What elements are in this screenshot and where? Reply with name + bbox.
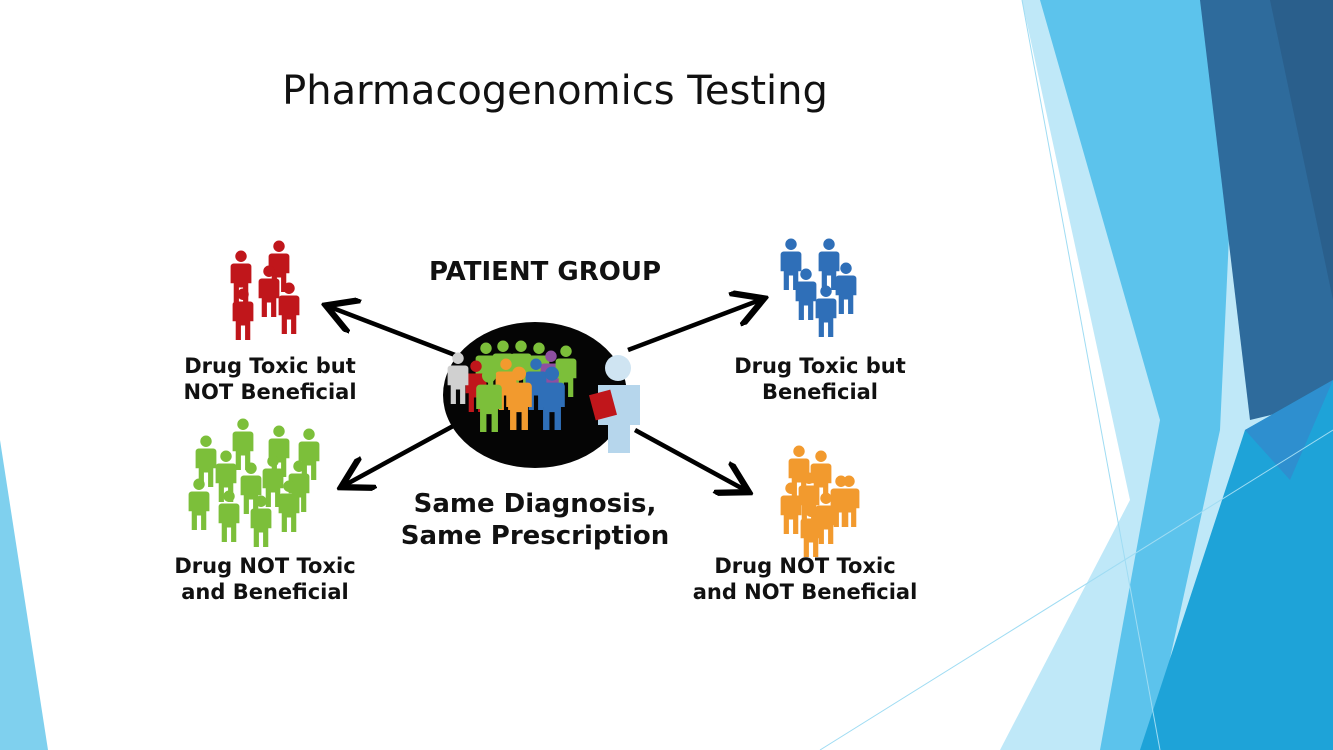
label-toxic-beneficial: Drug Toxic but Beneficial [710, 353, 930, 405]
center-caption-line: Same Prescription [400, 521, 670, 551]
arrow-to-toxic-not-beneficial [330, 307, 456, 358]
label-line: and Beneficial [181, 580, 349, 604]
label-line: Drug Toxic but [184, 354, 356, 378]
label-line: Drug Toxic but [734, 354, 906, 378]
person-icon [815, 285, 837, 337]
arrow-to-not-toxic-not-beneficial [633, 428, 745, 490]
arrow-to-not-toxic-beneficial [345, 423, 457, 485]
people-group-not-toxic-not-beneficial-icon [780, 445, 860, 557]
person-icon [232, 418, 254, 470]
doctor-icon [589, 355, 640, 453]
label-line: Drug NOT Toxic [714, 554, 896, 578]
people-group-toxic-not-beneficial-icon [230, 240, 300, 340]
label-line: NOT Beneficial [183, 380, 357, 404]
person-icon [298, 428, 320, 480]
patient-group-heading: PATIENT GROUP [428, 257, 662, 287]
center-caption-line: Same Diagnosis, [413, 489, 657, 519]
person-icon [795, 268, 817, 320]
people-group-not-toxic-beneficial-icon [188, 418, 320, 547]
person-icon [780, 482, 802, 534]
center-caption: Same Diagnosis, Same Prescription [390, 488, 680, 552]
people-group-toxic-beneficial-icon [780, 238, 857, 337]
arrows [330, 300, 760, 490]
person-icon [188, 478, 210, 530]
label-line: Beneficial [761, 380, 879, 404]
label-not-toxic-beneficial: Drug NOT Toxic and Beneficial [155, 553, 375, 605]
label-line: and NOT Beneficial [692, 580, 918, 604]
person-icon [240, 462, 262, 514]
arrow-to-toxic-beneficial [627, 300, 760, 353]
label-line: Drug NOT Toxic [174, 554, 356, 578]
slide-title: Pharmacogenomics Testing [282, 68, 828, 114]
label-toxic-not-beneficial: Drug Toxic but NOT Beneficial [160, 353, 380, 405]
label-not-toxic-not-beneficial: Drug NOT Toxic and NOT Beneficial [680, 553, 930, 605]
